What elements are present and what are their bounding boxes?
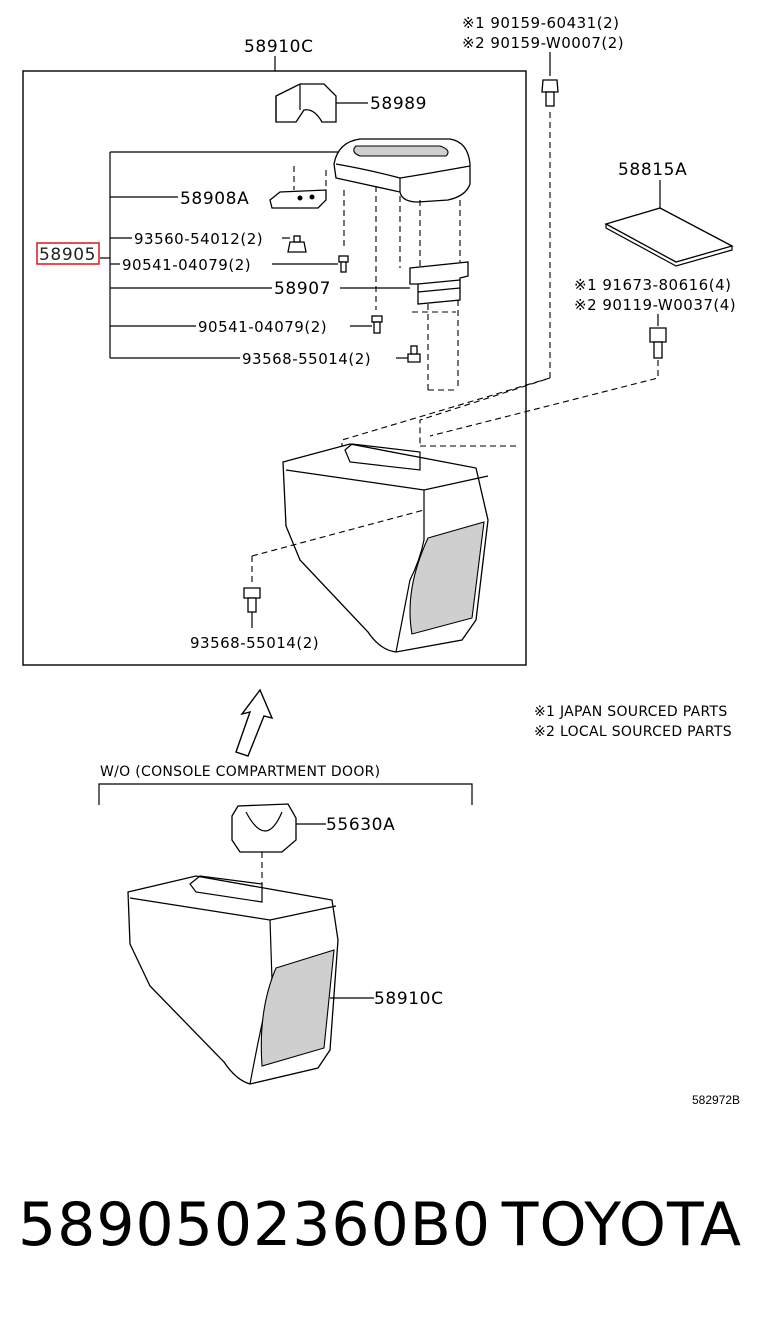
footer-part-number: 5890502360B0 [18, 1190, 492, 1260]
variant-header: W/O (CONSOLE COMPARTMENT DOOR) [100, 764, 380, 780]
legend-local: ※2 LOCAL SOURCED PARTS [534, 724, 732, 740]
clip-a-shape [287, 241, 307, 253]
label-clip-c[interactable]: 93568-55014(2) [190, 634, 319, 652]
label-cover-piece[interactable]: 58989 [370, 94, 427, 114]
clip-c-shape [243, 587, 261, 599]
label-bolt2-note-1[interactable]: ※1 91673-80616(4) [574, 276, 731, 294]
label-lock[interactable]: 58907 [274, 279, 331, 299]
diagram-code: 582972B [692, 1093, 740, 1107]
bolt-a-shape [541, 79, 559, 93]
label-clip-b[interactable]: 93568-55014(2) [242, 350, 371, 368]
selected-part-highlight [36, 242, 100, 265]
lock-shape [409, 261, 469, 305]
label-bolt-note-1[interactable]: ※1 90159-60431(2) [462, 14, 619, 32]
footer: 5890502360B0 TOYOTA [0, 1190, 760, 1280]
label-clip-a[interactable]: 93560-54012(2) [134, 230, 263, 248]
bolt-b-shape [649, 327, 667, 343]
label-bolt2-note-2[interactable]: ※2 90119-W0037(4) [574, 296, 736, 314]
legend-japan: ※1 JAPAN SOURCED PARTS [534, 704, 728, 720]
label-bolt-note-2[interactable]: ※2 90159-W0007(2) [462, 34, 624, 52]
cover-piece-shape [275, 83, 337, 123]
footer-brand: TOYOTA [501, 1190, 742, 1260]
mat-shape [604, 207, 734, 263]
arrow-up-icon [235, 688, 274, 757]
label-bracket[interactable]: 55630A [326, 815, 395, 835]
label-selected-part[interactable]: 58905 [39, 245, 96, 265]
bracket-shape [231, 803, 297, 853]
label-mat[interactable]: 58815A [618, 160, 687, 180]
label-screw-a[interactable]: 90541-04079(2) [122, 256, 251, 274]
label-assembly-bottom[interactable]: 58910C [374, 989, 444, 1009]
label-lid-hinge[interactable]: 58908A [180, 189, 249, 209]
label-assembly-top[interactable]: 58910C [244, 37, 314, 57]
label-screw-b[interactable]: 90541-04079(2) [198, 318, 327, 336]
